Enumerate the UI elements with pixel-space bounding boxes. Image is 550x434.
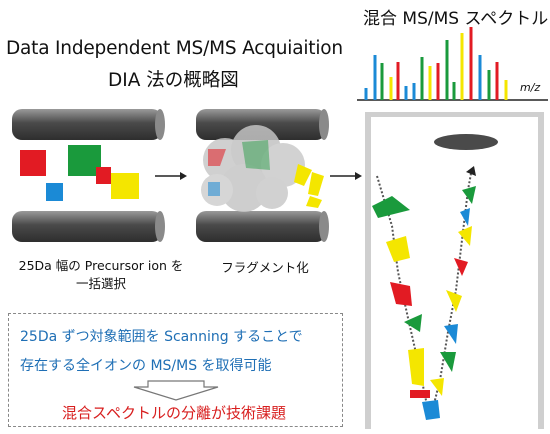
- fragmentation-cloud: [201, 125, 305, 212]
- rod-top: [196, 109, 326, 140]
- diagram-title: Data Independent MS/MS Acquiaition: [6, 38, 343, 59]
- precursor-selection-label: 25Da 幅の Precursor ion を一括選択: [18, 258, 184, 291]
- down-arrow: [133, 380, 219, 401]
- mixed-spectrum: [357, 27, 548, 101]
- summary-conclusion: 混合スペクトルの分離が技術課題: [62, 404, 286, 422]
- precursor-ion-green: [68, 145, 101, 176]
- precursor-ion-yellow: [111, 173, 139, 199]
- fragmentation-label: フラグメント化: [221, 260, 309, 275]
- spectrum-peaks: [364, 27, 508, 100]
- precursor-ion-red: [20, 150, 46, 176]
- summary-line-2: 存在する全イオンの MS/MS を取得可能: [20, 358, 272, 374]
- detector: [434, 134, 498, 150]
- diagram-subtitle: DIA 法の概略図: [108, 70, 239, 91]
- rod-bottom: [12, 211, 162, 242]
- tof-analyzer: [365, 112, 544, 429]
- analyzer-inner: [371, 117, 538, 429]
- precursor-ion-blue: [46, 183, 63, 201]
- rod-bottom: [196, 211, 326, 242]
- rod-top: [12, 109, 162, 140]
- arrow-1: [155, 172, 187, 180]
- arrow-2: [330, 172, 362, 180]
- mz-axis-label: m/z: [520, 81, 541, 94]
- quadrupole-2: [196, 109, 329, 242]
- precursor-ion-red-small: [96, 167, 111, 184]
- summary-line-1: 25Da ずつ対象範囲を Scanning することで: [20, 329, 303, 345]
- quadrupole-1: [12, 109, 165, 242]
- summary-box: [8, 313, 343, 427]
- spectrum-title: 混合 MS/MS スペクトル: [363, 9, 549, 29]
